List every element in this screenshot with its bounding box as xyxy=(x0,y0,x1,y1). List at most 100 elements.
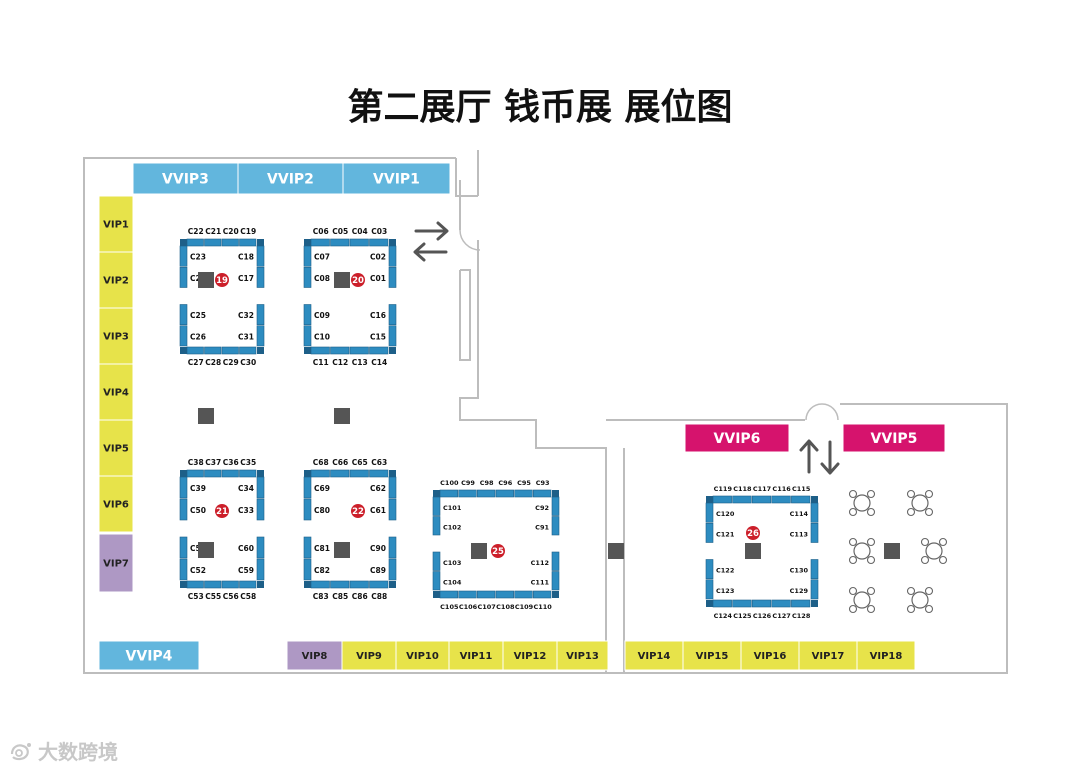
booth-label-c27: C27 xyxy=(188,358,204,367)
vip-zone-vip3-label: VIP3 xyxy=(103,332,129,343)
vip-zone-vip9-label: VIP9 xyxy=(356,651,382,662)
island-marker-label-20: 20 xyxy=(352,276,364,286)
booth-label-c119: C119 xyxy=(714,485,733,493)
lounge-table-icon xyxy=(848,489,876,517)
booth-label-c24: C24 xyxy=(190,274,206,283)
vip-zone-vip3: VIP3 xyxy=(98,307,134,365)
booth-c107 xyxy=(477,590,496,599)
booth-c123 xyxy=(705,579,714,600)
booth-label-c80: C80 xyxy=(314,506,330,515)
vip-zone-vip6: VIP6 xyxy=(98,475,134,533)
booth-c88 xyxy=(369,580,389,589)
booth-c24 xyxy=(179,266,188,288)
booth-label-c35: C35 xyxy=(240,458,256,467)
island-marker-label-26: 26 xyxy=(747,529,759,539)
booth-label-c118: C118 xyxy=(733,485,752,493)
booth-label-c65: C65 xyxy=(352,458,368,467)
booth-label-c50: C50 xyxy=(190,506,206,515)
vip-zone-vip16: VIP16 xyxy=(740,640,800,671)
booth-c69 xyxy=(303,476,312,499)
vip-zone-vip7: VIP7 xyxy=(98,533,134,593)
booth-label-c52: C52 xyxy=(190,566,206,575)
booth-label-c20: C20 xyxy=(223,227,239,236)
booth-c66 xyxy=(330,469,350,478)
booth-c14 xyxy=(369,346,389,355)
booth-corner xyxy=(257,581,264,588)
booth-label-c01: C01 xyxy=(370,274,386,283)
booth-c12 xyxy=(330,346,350,355)
vip-zone-vip4: VIP4 xyxy=(98,363,134,421)
booth-c112 xyxy=(551,551,560,571)
booth-c126 xyxy=(751,599,772,608)
booth-c115 xyxy=(791,495,811,504)
booth-c15 xyxy=(388,325,397,347)
booth-c118 xyxy=(732,495,752,504)
booth-label-c121: C121 xyxy=(716,530,735,538)
booth-corner xyxy=(433,490,440,497)
booth-c119 xyxy=(712,495,732,504)
booth-label-c34: C34 xyxy=(238,484,254,493)
watermark: 大数跨境 xyxy=(8,736,118,765)
vvip2-zone-label: VVIP2 xyxy=(267,172,314,188)
booth-c21 xyxy=(204,238,222,247)
booth-label-c13: C13 xyxy=(352,358,368,367)
booth-c06 xyxy=(310,238,330,247)
booth-label-c60: C60 xyxy=(238,544,254,553)
booth-label-c101: C101 xyxy=(443,504,462,512)
booth-c61 xyxy=(388,498,397,521)
booth-c121 xyxy=(705,522,714,543)
booth-label-c14: C14 xyxy=(371,358,387,367)
booth-label-c61: C61 xyxy=(370,506,386,515)
booth-c02 xyxy=(388,245,397,267)
vip-zone-vip13-label: VIP13 xyxy=(566,651,599,662)
vip-zone-vip4-label: VIP4 xyxy=(103,388,129,399)
booth-label-c07: C07 xyxy=(314,253,330,262)
booth-corner xyxy=(706,496,713,503)
hall-walls xyxy=(83,150,1008,674)
booth-c98 xyxy=(477,489,496,498)
booth-corner xyxy=(552,490,559,497)
booth-corner xyxy=(304,239,311,246)
booth-label-c69: C69 xyxy=(314,484,330,493)
vvip6-zone-label: VVIP6 xyxy=(714,431,761,447)
booth-label-c96: C96 xyxy=(498,479,512,487)
island-marker-label-22: 22 xyxy=(352,507,364,517)
entrance-door xyxy=(459,229,839,421)
lounge-table-icon xyxy=(920,537,948,565)
booth-c26 xyxy=(179,325,188,347)
vip-zone-vip15: VIP15 xyxy=(682,640,742,671)
booth-label-c98: C98 xyxy=(480,479,494,487)
booth-c68 xyxy=(310,469,330,478)
booth-corner xyxy=(180,470,187,477)
booth-c18 xyxy=(256,245,265,267)
vvip4-zone-label: VVIP4 xyxy=(126,649,173,665)
page-title: 第二展厅 钱币展 展位图 xyxy=(347,86,733,128)
booth-corner xyxy=(811,496,818,503)
booth-label-c30: C30 xyxy=(240,358,256,367)
booth-label-c113: C113 xyxy=(790,530,808,538)
vip-zone-vip14-label: VIP14 xyxy=(638,651,671,662)
booth-label-c99: C99 xyxy=(461,479,475,487)
booth-c29 xyxy=(221,346,239,355)
booth-c27 xyxy=(186,346,204,355)
booth-corner xyxy=(811,600,818,607)
island-marker-label-21: 21 xyxy=(216,507,228,517)
booth-label-c66: C66 xyxy=(332,458,348,467)
vip-zone-vip12: VIP12 xyxy=(502,640,558,671)
island-marker-25 xyxy=(491,544,505,558)
booth-c50 xyxy=(179,498,188,521)
booth-label-c25: C25 xyxy=(190,311,206,320)
booth-c51 xyxy=(179,536,188,559)
booth-corner xyxy=(304,581,311,588)
vip-zone-vip17: VIP17 xyxy=(798,640,858,671)
booth-c82 xyxy=(303,558,312,581)
booth-c62 xyxy=(388,476,397,499)
booth-c56 xyxy=(221,580,239,589)
pillar xyxy=(198,272,214,288)
island-marker-22 xyxy=(351,504,365,518)
booth-label-c05: C05 xyxy=(332,227,348,236)
booth-c91 xyxy=(551,516,560,536)
booth-c59 xyxy=(256,558,265,581)
